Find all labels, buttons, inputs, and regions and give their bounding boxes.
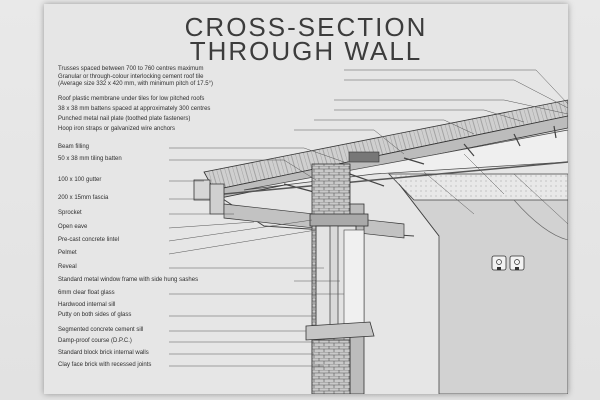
- window-frame: [305, 225, 375, 394]
- label-sprocket: Sprocket: [58, 210, 82, 216]
- label-float-glass: 6mm clear float glass: [58, 290, 115, 296]
- label-tiling-batten: 50 x 38 mm tiling batten: [58, 156, 122, 162]
- label-block-walls: Standard block brick internal walls: [58, 350, 149, 356]
- label-internal-sill: Hardwood internal sill: [58, 302, 116, 308]
- wall-socket: [491, 255, 525, 271]
- label-battens: 38 x 38 mm battens spaced at approximate…: [58, 106, 211, 112]
- label-cement-sill: Segmented concrete cement sill: [58, 327, 144, 333]
- label-roof-tile-size: (Average size 332 x 420 mm, with minimum…: [58, 81, 214, 87]
- label-reveal: Reveal: [58, 264, 77, 270]
- label-pelmet: Pelmet: [58, 250, 77, 256]
- label-dpc: Damp-proof course (D.P.C.): [58, 338, 132, 344]
- label-lintel: Pre-cast concrete lintel: [58, 237, 120, 243]
- label-trusses: Trusses spaced between 700 to 760 centre…: [58, 66, 204, 72]
- diagram-title-line-2: THROUGH WALL: [189, 36, 423, 66]
- label-beam-filling: Beam filling: [58, 144, 90, 150]
- label-nail-plate: Punched metal nail plate (toothed plate …: [58, 116, 191, 122]
- label-window-frame: Standard metal window frame with side hu…: [58, 277, 199, 283]
- label-open-eave: Open eave: [58, 224, 88, 230]
- diagram-title-line-1: CROSS-SECTION: [184, 12, 428, 42]
- label-hoop-iron: Hoop iron straps or galvanized wire anch…: [58, 126, 176, 132]
- label-roof-tile: Granular or through-colour interlocking …: [58, 74, 204, 80]
- wall-section-drawing: [168, 69, 568, 394]
- label-membrane: Roof plastic membrane under tiles for lo…: [58, 96, 205, 102]
- leader-lines: [168, 69, 568, 367]
- label-putty: Putty on both sides of glass: [58, 312, 132, 318]
- label-gutter: 100 x 100 gutter: [58, 177, 102, 183]
- label-face-brick: Clay face brick with recessed joints: [58, 362, 152, 368]
- label-fascia: 200 x 15mm fascia: [58, 195, 109, 201]
- diagram-card: CROSS-SECTION THROUGH WALL: [44, 4, 568, 394]
- interior-room: [388, 173, 568, 394]
